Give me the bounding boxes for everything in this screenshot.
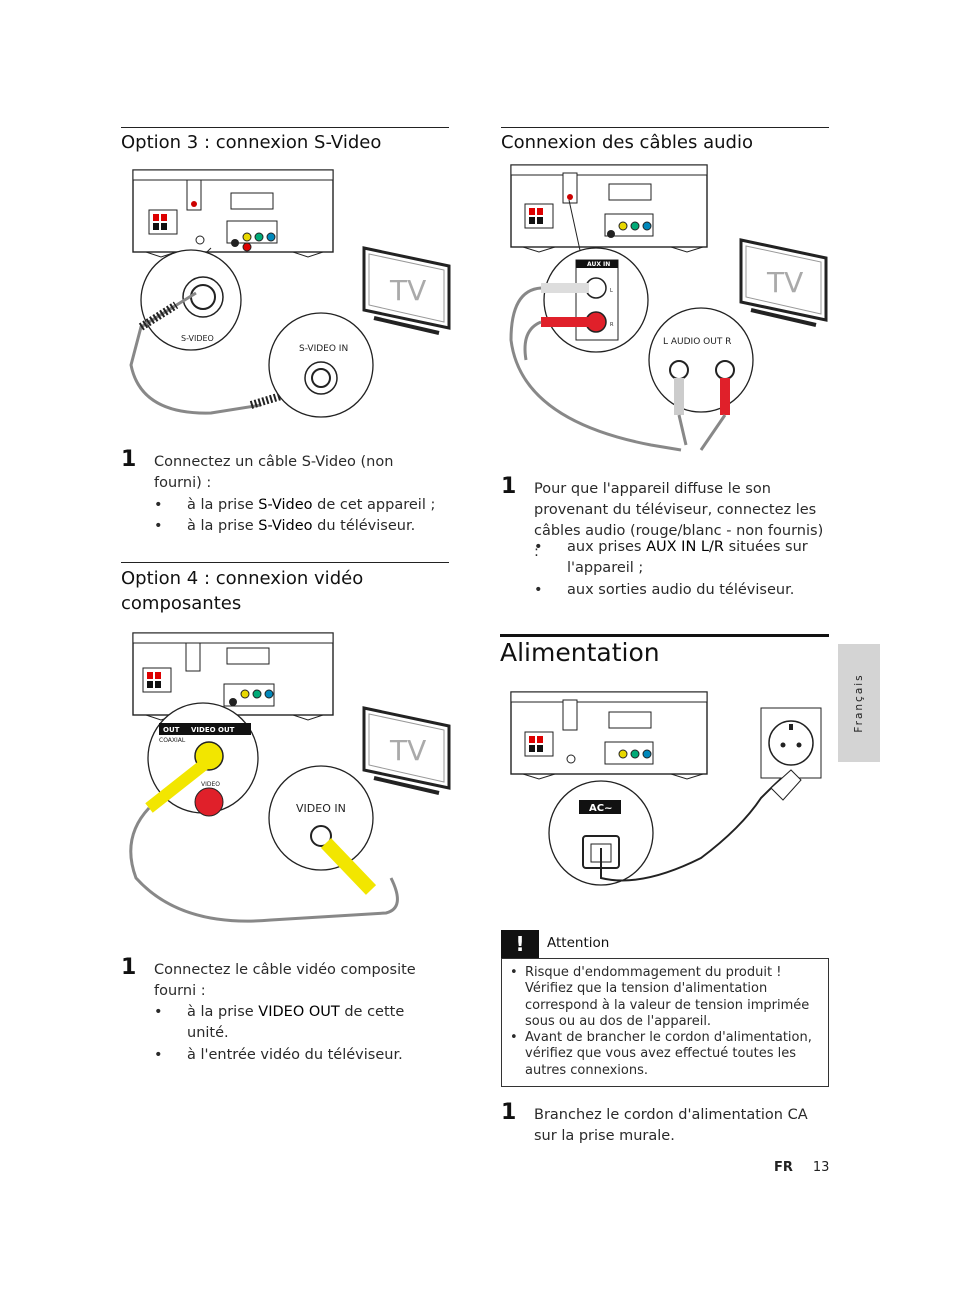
audio-out-label: L AUDIO OUT R xyxy=(663,337,731,347)
step-text: Connectez le câble vidéo composite fourn… xyxy=(154,962,416,999)
list-item: aux sorties audio du téléviseur. xyxy=(534,580,829,601)
aux-in-label: AUX IN xyxy=(587,261,610,268)
video-out-label: VIDEO OUT xyxy=(191,726,235,734)
section-title-alimentation: Alimentation xyxy=(500,638,660,667)
language-tab: Français xyxy=(838,644,880,762)
section-rule xyxy=(500,634,829,637)
coaxial-label: COAXIAL xyxy=(159,737,186,744)
footer-lang: FR xyxy=(774,1160,793,1175)
caution-block: ! Attention Risque d'endommagement du pr… xyxy=(501,930,829,1088)
l-label: L xyxy=(610,288,613,294)
step-number: 1 xyxy=(121,447,137,472)
list-item: Avant de brancher le cordon d'alimentati… xyxy=(510,1030,820,1079)
power-diagram: AC~ xyxy=(510,691,822,886)
step-text: Branchez le cordon d'alimentation CA sur… xyxy=(534,1107,808,1144)
tv-label: TV xyxy=(766,266,803,299)
section-title-audio: Connexion des câbles audio xyxy=(501,132,753,153)
svideo-tv-label: S-VIDEO IN xyxy=(299,344,348,354)
list-item: à la prise S-Video de cet appareil ; xyxy=(154,495,449,516)
page-footer: FR 13 xyxy=(774,1160,829,1175)
step-number: 1 xyxy=(501,474,517,499)
step-text: Pour que l'appareil diffuse le son prove… xyxy=(534,481,824,560)
svideo-diagram: S-VIDEO TV S-VIDEO IN xyxy=(129,169,451,418)
warning-icon: ! xyxy=(501,930,539,958)
bullet-list: à la prise VIDEO OUT de cette unité. à l… xyxy=(154,1002,449,1066)
list-item: à l'entrée vidéo du téléviseur. xyxy=(154,1045,449,1066)
list-item: à la prise S-Video du téléviseur. xyxy=(154,516,449,537)
tv-label: TV xyxy=(389,274,426,307)
video-label: VIDEO xyxy=(201,781,220,788)
step-number: 1 xyxy=(501,1100,517,1125)
audio-diagram: AUX IN L R TV L AUDIO OUT R xyxy=(509,164,828,452)
section-rule xyxy=(121,127,449,128)
ac-label: AC~ xyxy=(589,803,612,814)
step-number: 1 xyxy=(121,955,137,980)
bullet-list: aux prises AUX IN L/R situées sur l'appa… xyxy=(534,537,829,601)
svideo-device-label: S-VIDEO xyxy=(181,334,214,343)
section-rule xyxy=(501,127,829,128)
section-title-svideo: Option 3 : connexion S-Video xyxy=(121,132,382,153)
video-in-label: VIDEO IN xyxy=(296,802,346,815)
list-item: aux prises AUX IN L/R situées sur l'appa… xyxy=(534,537,829,579)
bullet-list: à la prise S-Video de cet appareil ; à l… xyxy=(154,495,449,537)
list-item: à la prise VIDEO OUT de cette unité. xyxy=(154,1002,449,1044)
step-text: Connectez un câble S-Video (non fourni) … xyxy=(154,454,394,491)
section-title-composite: Option 4 : connexion vidéo composantes xyxy=(121,568,364,614)
page-number: 13 xyxy=(812,1160,830,1175)
coaxial-out-label: OUT xyxy=(163,726,180,734)
list-item: Risque d'endommagement du produit ! Véri… xyxy=(510,965,820,1030)
tv-label: TV xyxy=(389,734,426,767)
r-label: R xyxy=(610,322,614,328)
section-rule xyxy=(121,562,449,563)
caution-title: Attention xyxy=(547,935,610,951)
caution-box: Risque d'endommagement du produit ! Véri… xyxy=(501,958,829,1088)
composite-diagram: OUT VIDEO OUT COAXIAL VIDEO TV VIDEO IN xyxy=(129,632,451,923)
